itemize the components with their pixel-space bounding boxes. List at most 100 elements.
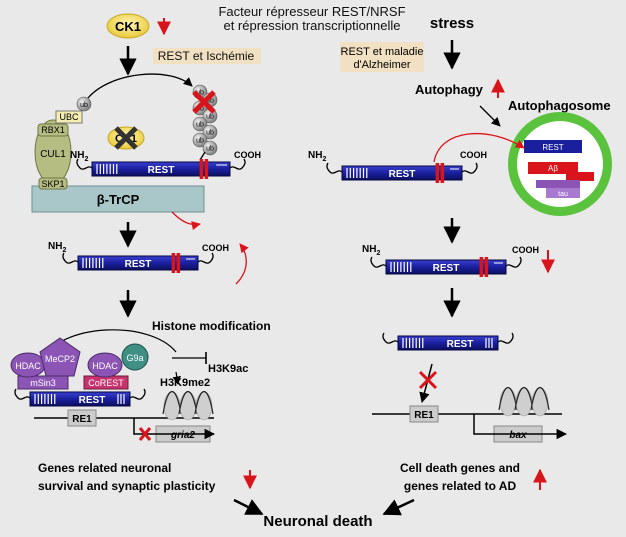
context-ischemia-label: REST et Ischémie	[158, 49, 255, 63]
rest-label: REST	[125, 259, 152, 270]
rest-red-motif	[440, 163, 445, 183]
cooh-label-r1: COOH	[460, 150, 487, 160]
hdac-right	[87, 352, 123, 378]
stress-label: stress	[430, 15, 474, 32]
ub-ball-label: ub	[206, 146, 214, 153]
transcription-blocked-left	[138, 427, 152, 441]
ap-rest-label: REST	[542, 143, 563, 152]
tss-arrow-right	[473, 414, 568, 440]
c-terminus	[129, 388, 146, 400]
ub-ball-label: ub	[206, 114, 214, 121]
title-line2: et répression transcriptionnelle	[223, 18, 400, 33]
autophagy-label: Autophagy	[415, 82, 484, 97]
ck1-inhibited: CK1	[107, 126, 145, 150]
hdac-left-label: HDAC	[15, 361, 41, 371]
ub-ball-label: ub	[196, 138, 204, 145]
n-terminus	[370, 256, 387, 268]
nh2-label-l1: NH2	[70, 150, 88, 163]
re1-label-left: RE1	[72, 414, 92, 425]
ub-transfer-arrow	[87, 73, 193, 99]
gene-label-left: gria2	[170, 430, 195, 441]
ck1-top: CK1	[106, 13, 150, 39]
dna-wrap	[514, 387, 534, 411]
rest-protein-right-1: REST	[326, 162, 478, 183]
mecp2-label: MeCP2	[45, 354, 75, 364]
rest-label: REST	[389, 169, 416, 180]
rest-label: REST	[433, 263, 460, 274]
cooh-label-l1: COOH	[234, 150, 261, 160]
dna-wrap	[194, 391, 214, 415]
gene-label-right: bax	[509, 430, 527, 441]
re1-box-right	[409, 405, 439, 423]
g9a-label: G9a	[126, 353, 143, 363]
rest-protein-right-2: REST	[370, 256, 522, 277]
e3-ligase-complex: β-TrCP CUL1 SKP1 RBX1 UBC ub	[31, 96, 205, 213]
histone-core	[499, 387, 517, 417]
rest-protein-left-1: REST	[76, 158, 246, 179]
rest-red-motif	[204, 159, 209, 179]
dna-wrap	[498, 387, 518, 411]
ub-ball: ub	[192, 116, 208, 132]
ap-abeta	[528, 162, 578, 174]
cul1-label: CUL1	[40, 149, 66, 160]
c-terminus	[229, 158, 246, 170]
binding-blocked-cross	[418, 370, 438, 390]
dna-wrap	[162, 391, 182, 415]
ub-ball: ub	[192, 132, 208, 148]
context-alzheimer-line1: REST et maladie	[341, 46, 424, 58]
rest-red-motif	[171, 253, 176, 273]
n-terminus	[382, 332, 399, 344]
rest-red-motif	[176, 253, 181, 273]
rbx1-box	[37, 123, 69, 137]
histone-core	[179, 391, 197, 421]
ck1-label: CK1	[115, 19, 141, 34]
ap-rest	[524, 140, 582, 153]
corepressor-complex: mSin3 HDAC MeCP2 CoREST HDAC G9a	[10, 337, 149, 390]
outcome-left-line1: Genes related neuronal	[38, 461, 171, 475]
final-outcome: Neuronal death	[263, 513, 372, 530]
btrcp-box	[31, 185, 205, 213]
dna-wrap	[178, 391, 198, 415]
tss-arrow-left	[133, 418, 216, 440]
rest-protein-left-2: REST	[62, 252, 214, 273]
rest-fragment-right: REST	[382, 332, 514, 351]
ubc-box	[55, 110, 83, 124]
outcome-right-line1: Cell death genes and	[400, 461, 520, 475]
histone-core	[531, 387, 549, 417]
c-terminus	[461, 162, 478, 174]
rest-red-motif	[435, 163, 440, 183]
ap-tau	[546, 188, 580, 198]
ub-ball: ub	[202, 140, 218, 156]
ub-chain-link	[199, 151, 206, 161]
n-terminus	[326, 162, 343, 174]
autophagosome-label: Autophagosome	[508, 98, 611, 113]
histone-core	[163, 391, 181, 421]
red-arrow-to-ap	[433, 132, 525, 163]
arrow-left-to-death	[233, 498, 264, 516]
arrow-h3k9me2	[172, 371, 181, 385]
rbx1-label: RBX1	[41, 125, 65, 135]
n-terminus	[62, 252, 79, 264]
h3k9ac-label: H3K9ac	[208, 363, 248, 375]
cooh-label-r2: COOH	[512, 245, 539, 255]
nucleosomes-right	[498, 387, 550, 417]
red-curve-arrow-2	[235, 243, 249, 285]
h3k9me2-label: H3K9me2	[160, 377, 210, 389]
re1-label-right: RE1	[414, 410, 434, 421]
ub-ball-label: ub	[196, 122, 204, 129]
c-terminus	[197, 252, 214, 264]
arrow-autophagy-to-ap	[479, 105, 501, 127]
nucleosomes-left	[162, 391, 214, 421]
histone-core	[515, 387, 533, 417]
c-terminus	[497, 332, 514, 344]
ub-ball-label: ub	[206, 130, 214, 137]
ap-abeta-label: Aβ	[548, 164, 558, 173]
dna-wrap	[530, 387, 550, 411]
ap-tau-label: tau	[558, 191, 568, 198]
context-ischemia: REST et Ischémie	[153, 48, 261, 64]
arrow-right-to-death	[382, 498, 415, 516]
rest-label: REST	[79, 395, 106, 406]
ub-ball-ubc	[76, 96, 92, 112]
